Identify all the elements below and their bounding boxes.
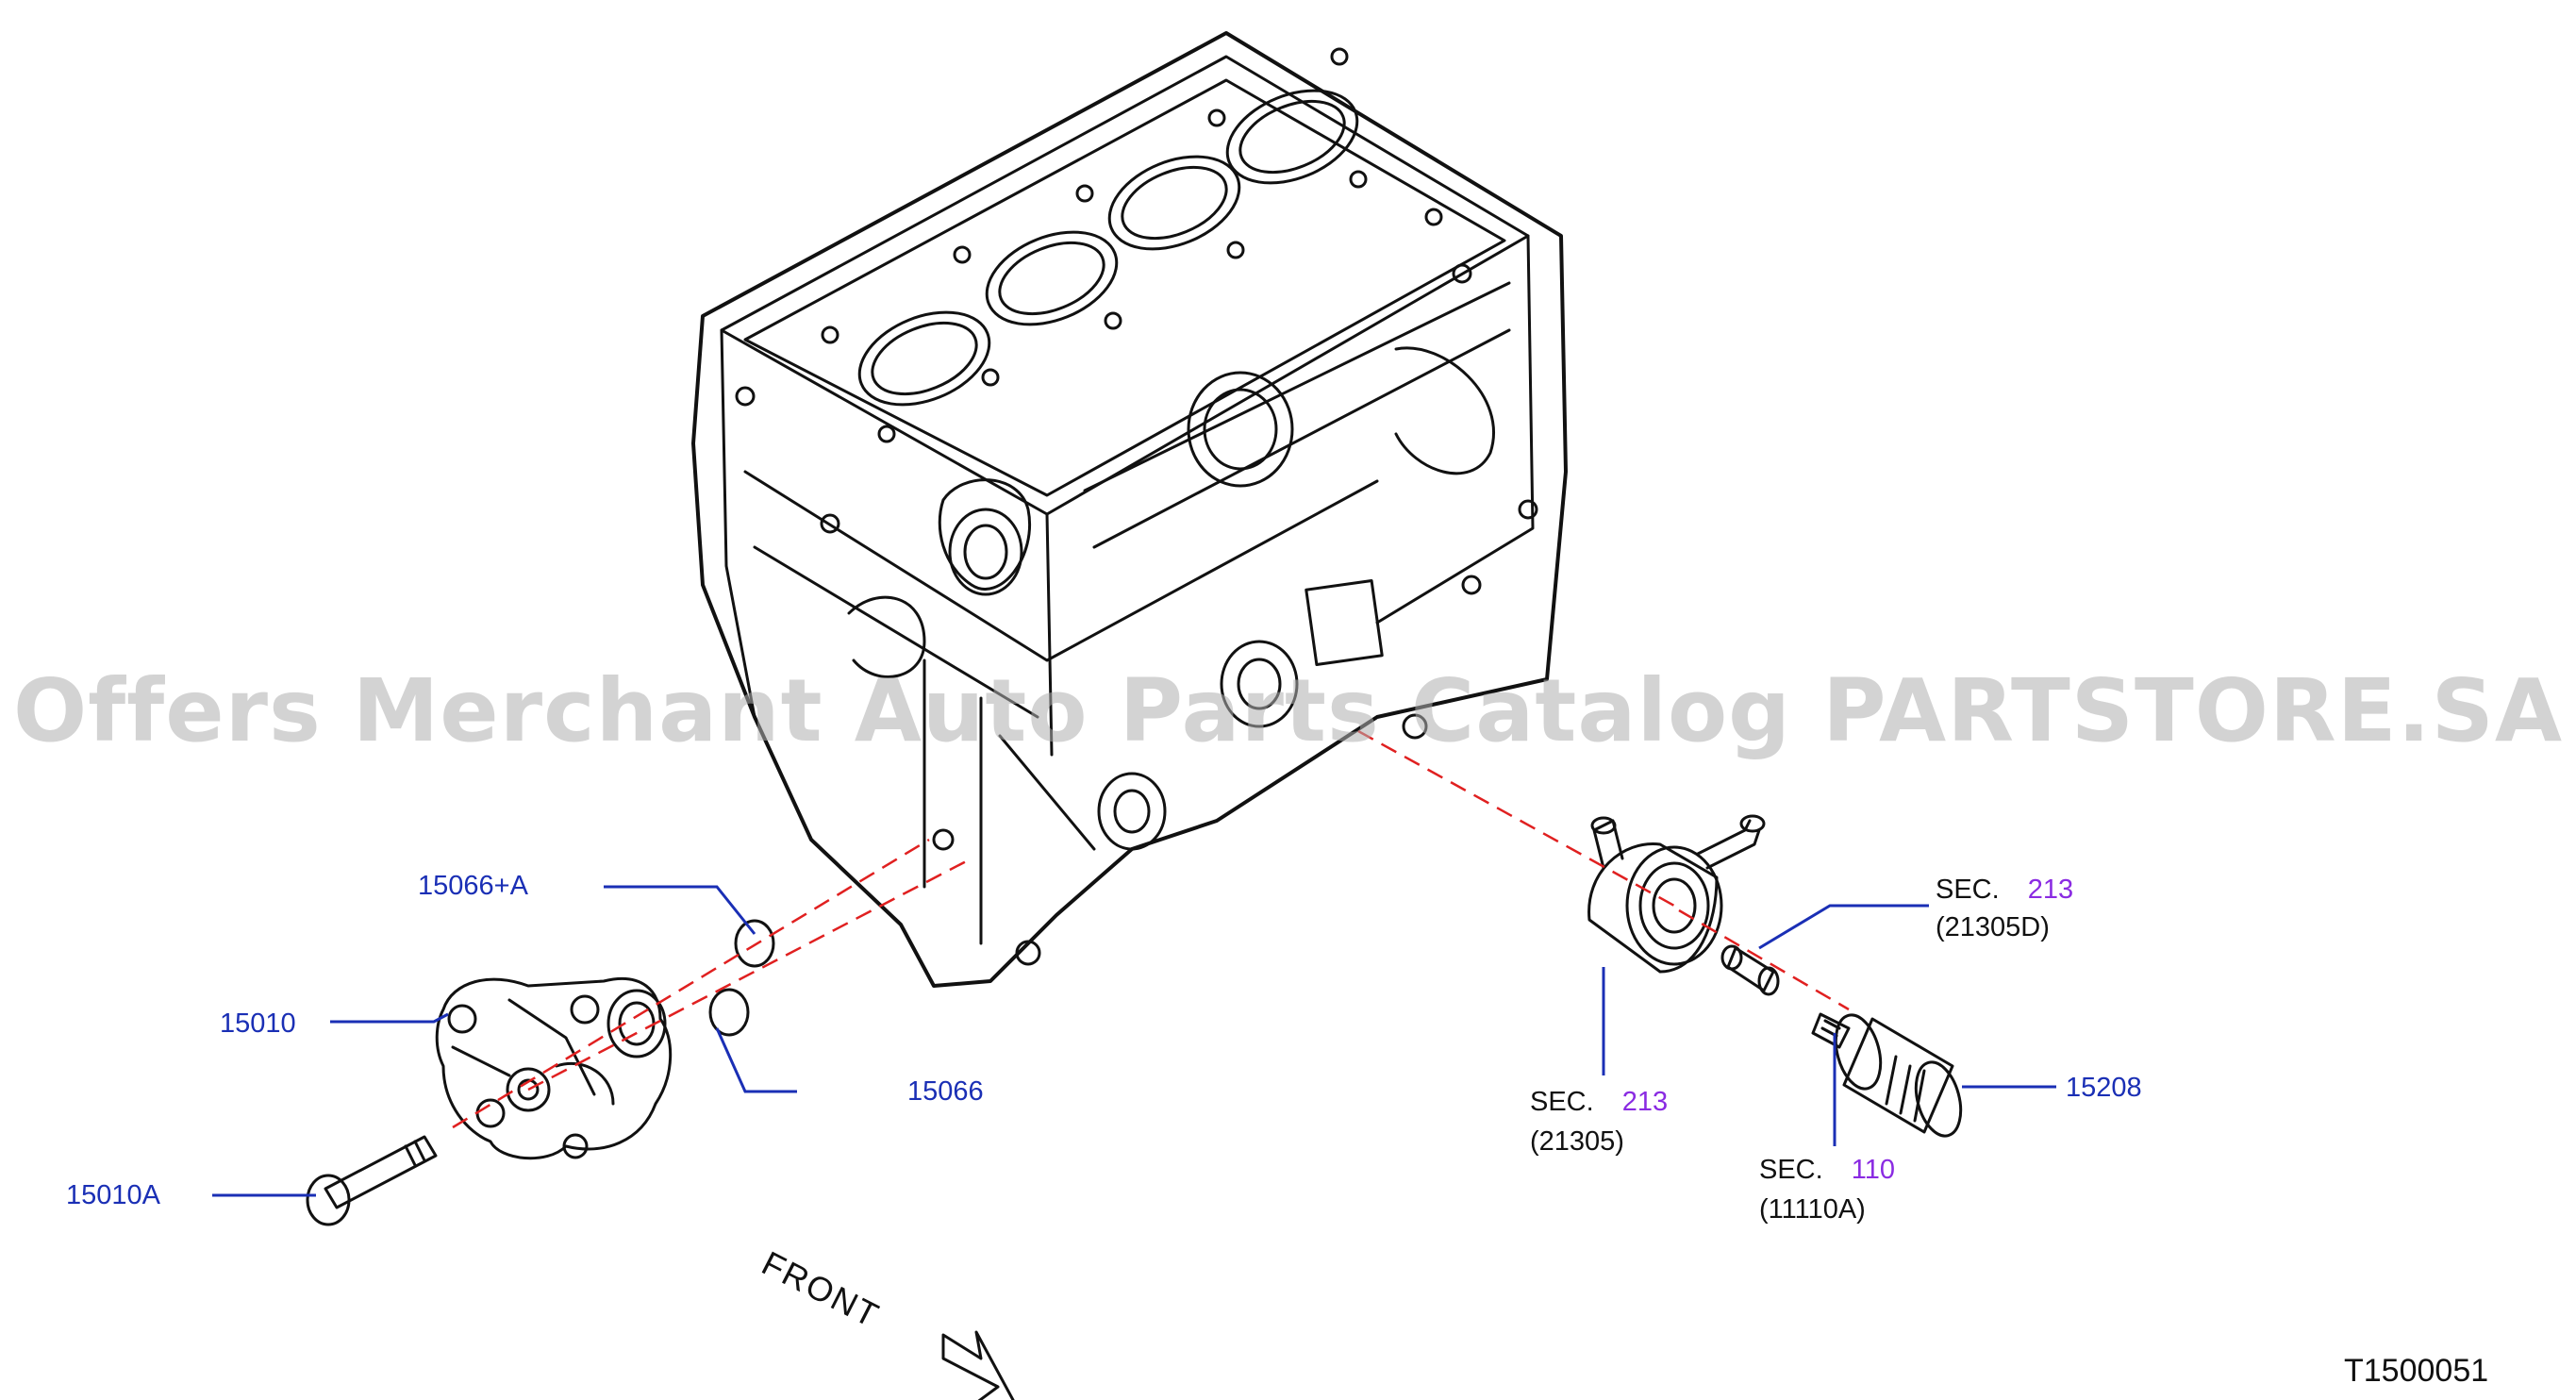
engine-block [691,31,1568,988]
sec-link-213[interactable]: 213 [2027,875,2074,905]
watermark: Offers Merchant Auto Parts Catalog PARTS… [12,660,2564,761]
callout-15010[interactable]: 15010 [220,1008,296,1039]
oil-filter [1834,1013,1963,1138]
connector-21305d [1720,944,1780,996]
oil-pump [435,976,673,1160]
callout-15066[interactable]: 15066 [907,1076,984,1107]
leader-lines [212,885,2056,1197]
bolt-15010a [306,1135,438,1226]
callout-15010a[interactable]: 15010A [66,1180,160,1210]
sec-ref-21305d: SEC. 213 [1936,874,2073,906]
sec-code-21305: (21305) [1530,1126,1624,1157]
sec-ref-21305: SEC. 213 [1530,1086,1668,1118]
sec-prefix: SEC. [1759,1155,1823,1185]
sec-link-110[interactable]: 110 [1851,1155,1895,1185]
oring-15066 [708,988,750,1037]
alignment-lines [452,729,1850,1129]
oring-15066a [734,919,775,968]
sec-link-213[interactable]: 213 [1621,1087,1669,1117]
sec-code-21305d: (21305D) [1936,912,2050,942]
sec-prefix: SEC. [1530,1087,1594,1117]
callout-15208[interactable]: 15208 [2066,1073,2142,1103]
sec-prefix: SEC. [1936,875,2000,905]
front-arrow [941,1330,1015,1400]
sec-ref-11110a: SEC. 110 [1759,1154,1895,1186]
callout-15066a[interactable]: 15066+A [418,871,528,901]
sec-code-11110a: (11110A) [1759,1194,1866,1225]
diagram-id: T1500051 [2344,1353,2489,1389]
oil-cooler [1587,814,1766,974]
